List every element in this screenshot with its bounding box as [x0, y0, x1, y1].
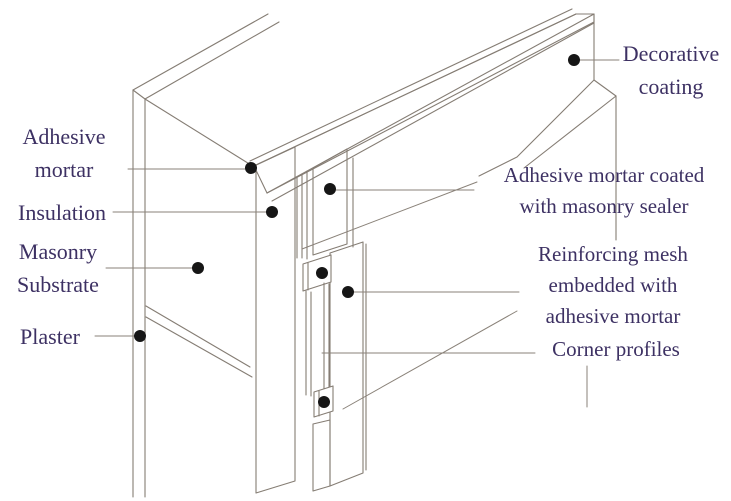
label-decorative-coating: Decorative coating: [623, 37, 720, 103]
dot-masonry-substrate: [192, 262, 204, 274]
dot-corner-profile-top: [316, 267, 328, 279]
base-coat-strips: [296, 157, 354, 260]
label-line: Decorative: [622, 41, 720, 66]
label-line: mortar: [34, 157, 94, 182]
label-line: embedded with: [548, 273, 678, 297]
label-line: with masonry sealer: [519, 194, 689, 218]
label-line: Corner profiles: [552, 337, 680, 361]
label-line: Adhesive mortar coated: [503, 163, 705, 187]
insulation-column: [255, 146, 296, 494]
label-line: coating: [638, 74, 704, 99]
dot-insulation: [266, 206, 278, 218]
label-masonry-substrate: Masonry Substrate: [17, 235, 99, 301]
label-line: Masonry: [18, 239, 98, 264]
leader-lines: [94, 59, 620, 410]
label-insulation: Insulation: [18, 196, 106, 229]
label-line: Insulation: [18, 200, 106, 225]
label-adhesive-mortar-sealer: Adhesive mortar coated with masonry seal…: [504, 160, 705, 222]
dot-adhesive-mortar: [245, 162, 257, 174]
dot-adhesive-mortar-sealer: [324, 183, 336, 195]
reinforcing-mesh-column: [312, 148, 367, 492]
adhesive-mortar-top-band: [249, 8, 577, 167]
callout-dots: [134, 54, 580, 408]
dot-decorative-coating: [568, 54, 580, 66]
decorative-coating-panel: [478, 13, 617, 241]
label-line: Adhesive: [22, 124, 106, 149]
label-corner-profiles: Corner profiles: [552, 334, 680, 365]
dot-reinforcing-mesh: [342, 286, 354, 298]
label-line: Substrate: [17, 272, 99, 297]
plaster-layer: [132, 13, 280, 498]
label-reinforcing-mesh: Reinforcing mesh embedded with adhesive …: [538, 239, 688, 332]
label-line: Reinforcing mesh: [538, 242, 688, 266]
label-adhesive-mortar: Adhesive mortar: [22, 120, 105, 186]
corner-profiles-assembly: [302, 254, 334, 418]
dot-plaster: [134, 330, 146, 342]
label-line: Plaster: [20, 324, 80, 349]
masonry-substrate-block: [144, 98, 253, 378]
label-plaster: Plaster: [20, 320, 80, 353]
dot-corner-profile-bottom: [318, 396, 330, 408]
label-line: adhesive mortar: [545, 304, 681, 328]
